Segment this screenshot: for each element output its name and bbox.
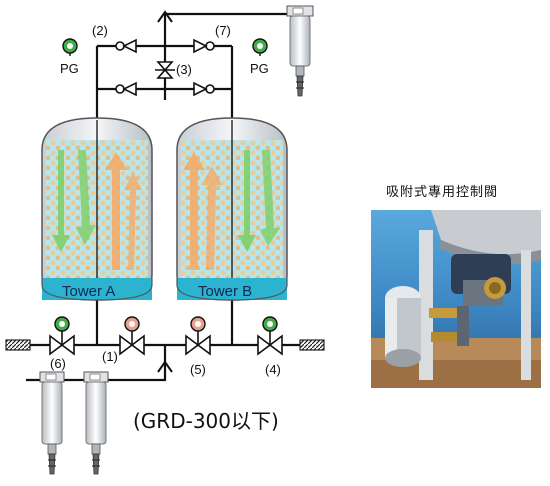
valve-4-label: (4) xyxy=(265,362,281,377)
valve-2-label: (2) xyxy=(92,23,108,38)
control-valve-photo xyxy=(371,210,541,388)
inlet-filter-2-icon xyxy=(83,371,109,475)
flow-arrows xyxy=(157,10,173,373)
check-valve-2 xyxy=(115,38,137,54)
pressure-gauge-right-icon xyxy=(252,38,268,56)
valve-7-label: (7) xyxy=(215,23,231,38)
check-valve-lower-right xyxy=(193,81,215,97)
inlet-filter-1-icon xyxy=(39,371,65,475)
pressure-gauge-left-icon xyxy=(62,38,78,56)
valve-1-label: (1) xyxy=(102,349,118,364)
tower-b xyxy=(176,117,288,301)
outlet-filter-icon xyxy=(286,5,314,97)
pg-right-label: PG xyxy=(250,61,269,76)
valve-3-label: (3) xyxy=(176,62,192,77)
pg-left-label: PG xyxy=(60,61,79,76)
tower-a xyxy=(41,117,153,301)
outlet-arrow-icon xyxy=(157,10,173,23)
inlet-arrow-icon xyxy=(157,360,173,373)
model-note: (GRD-300以下) xyxy=(133,409,279,433)
needle-valve-3 xyxy=(155,61,175,79)
check-valve-lower-left xyxy=(115,81,137,97)
photo-caption: 吸附式專用控制閥 xyxy=(386,185,499,200)
valve-5-label: (5) xyxy=(190,362,206,377)
check-valve-7 xyxy=(193,38,215,54)
valve-5 xyxy=(185,316,211,356)
valve-photo-illustration xyxy=(371,210,541,388)
muffler-right-icon xyxy=(299,339,325,351)
valve-1 xyxy=(119,316,145,356)
valve-6-label: (6) xyxy=(50,356,66,371)
muffler-left-icon xyxy=(5,339,31,351)
valve-4 xyxy=(257,316,283,356)
tower-b-label: Tower B xyxy=(198,283,252,300)
valve-6 xyxy=(49,316,75,356)
tower-a-label: Tower A xyxy=(62,283,115,300)
